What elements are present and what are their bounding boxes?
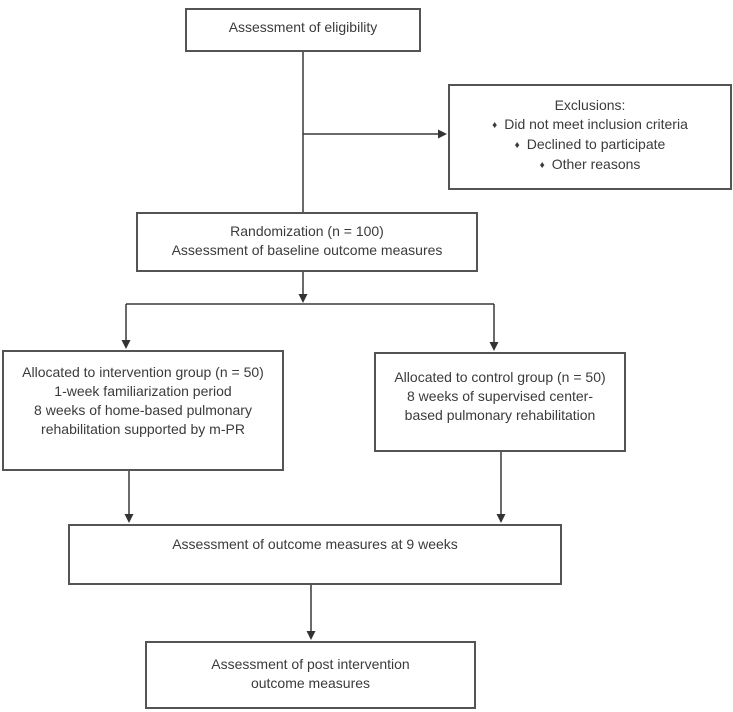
arrowhead-intervention: [121, 340, 131, 349]
arrowhead-split: [298, 294, 308, 303]
post-intervention-line: Assessment of post intervention: [211, 656, 410, 672]
randomization-line: Assessment of baseline outcome measures: [171, 242, 443, 258]
post-intervention-line: outcome measures: [250, 675, 371, 691]
randomization-box: Randomization (n = 100) Assessment of ba…: [136, 212, 478, 272]
arrowhead-outcome-left: [124, 514, 134, 523]
exclusion-item-label: Did not meet inclusion criteria: [504, 116, 688, 132]
eligibility-box: Assessment of eligibility: [185, 8, 421, 52]
arrowhead-post: [306, 631, 316, 640]
exclusion-item-label: Declined to participate: [526, 136, 666, 152]
eligibility-label: Assessment of eligibility: [228, 19, 378, 35]
intervention-group-box: Allocated to intervention group (n = 50)…: [2, 350, 284, 471]
control-group-box: Allocated to control group (n = 50) 8 we…: [374, 352, 626, 452]
control-line: 8 weeks of supervised center-: [407, 388, 593, 404]
diamond-bullet-icon: ♦: [539, 160, 545, 171]
intervention-line: 1-week familiarization period: [54, 383, 232, 399]
arrowhead-exclusions: [438, 129, 447, 139]
outcome-9-weeks-box: Assessment of outcome measures at 9 week…: [68, 524, 562, 585]
arrowhead-outcome-right: [496, 514, 506, 523]
exclusion-item: ♦ Other reasons: [450, 155, 730, 175]
post-intervention-box: Assessment of post intervention outcome …: [145, 641, 476, 709]
intervention-line: Allocated to intervention group (n = 50): [22, 364, 264, 380]
control-line: based pulmonary rehabilitation: [404, 407, 596, 423]
exclusions-box: Exclusions: ♦ Did not meet inclusion crit…: [448, 84, 732, 190]
exclusion-item: ♦ Did not meet inclusion criteria: [450, 115, 730, 135]
control-line: Allocated to control group (n = 50): [394, 369, 606, 385]
diamond-bullet-icon: ♦: [514, 140, 520, 151]
intervention-line: 8 weeks of home-based pulmonary: [34, 402, 252, 418]
exclusion-item-label: Other reasons: [551, 156, 641, 172]
diamond-bullet-icon: ♦: [492, 120, 498, 131]
intervention-line: rehabilitation supported by m-PR: [41, 421, 245, 437]
exclusion-item: ♦ Declined to participate: [450, 135, 730, 155]
outcome-9-weeks-label: Assessment of outcome measures at 9 week…: [172, 536, 458, 552]
randomization-line: Randomization (n = 100): [230, 223, 384, 239]
exclusions-heading: Exclusions:: [554, 97, 626, 113]
arrowhead-control: [489, 342, 499, 351]
